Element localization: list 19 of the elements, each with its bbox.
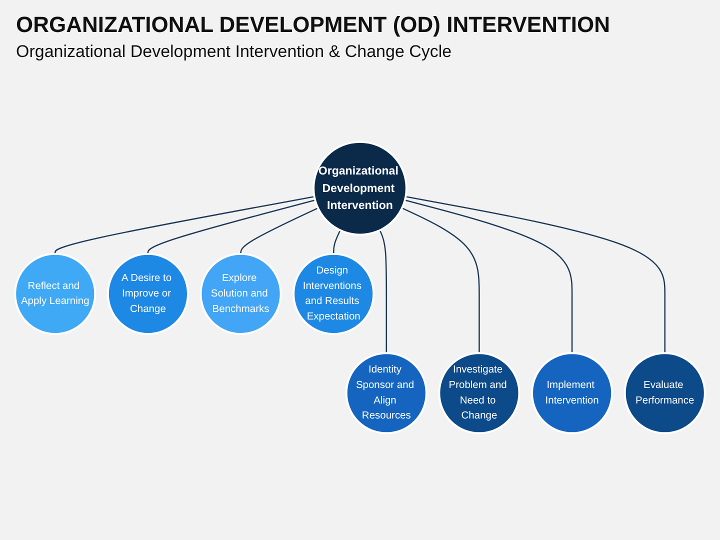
connector [54, 196, 314, 254]
title: ORGANIZATIONAL DEVELOPMENT (OD) INTERVENTION [16, 12, 612, 38]
node-circle: Identity Sponsor and Align Resources [345, 352, 428, 434]
node-circle: Investigate Problem and Need to Change [438, 352, 520, 434]
node-circle: Explore Solution and Benchmarks [200, 252, 282, 334]
node-circle: A Desire to Improve or Change [106, 252, 189, 334]
node-circle: Evaluate Performance [624, 352, 706, 434]
node-circle: Reflect and Apply Learning [14, 252, 96, 334]
connector [404, 199, 573, 353]
node-circle: Organizational Development Intervention [312, 140, 408, 236]
connector [240, 206, 318, 254]
connector [406, 196, 666, 353]
connector [332, 230, 341, 254]
connector [379, 230, 388, 353]
node-circle: Implement Intervention [531, 352, 614, 434]
subtitle: Organizational Development Intervention & Change Cycle [16, 42, 453, 62]
connector [402, 206, 480, 353]
node-circle: Design Interventions and Results Expectation [292, 252, 375, 334]
connector [147, 199, 316, 254]
